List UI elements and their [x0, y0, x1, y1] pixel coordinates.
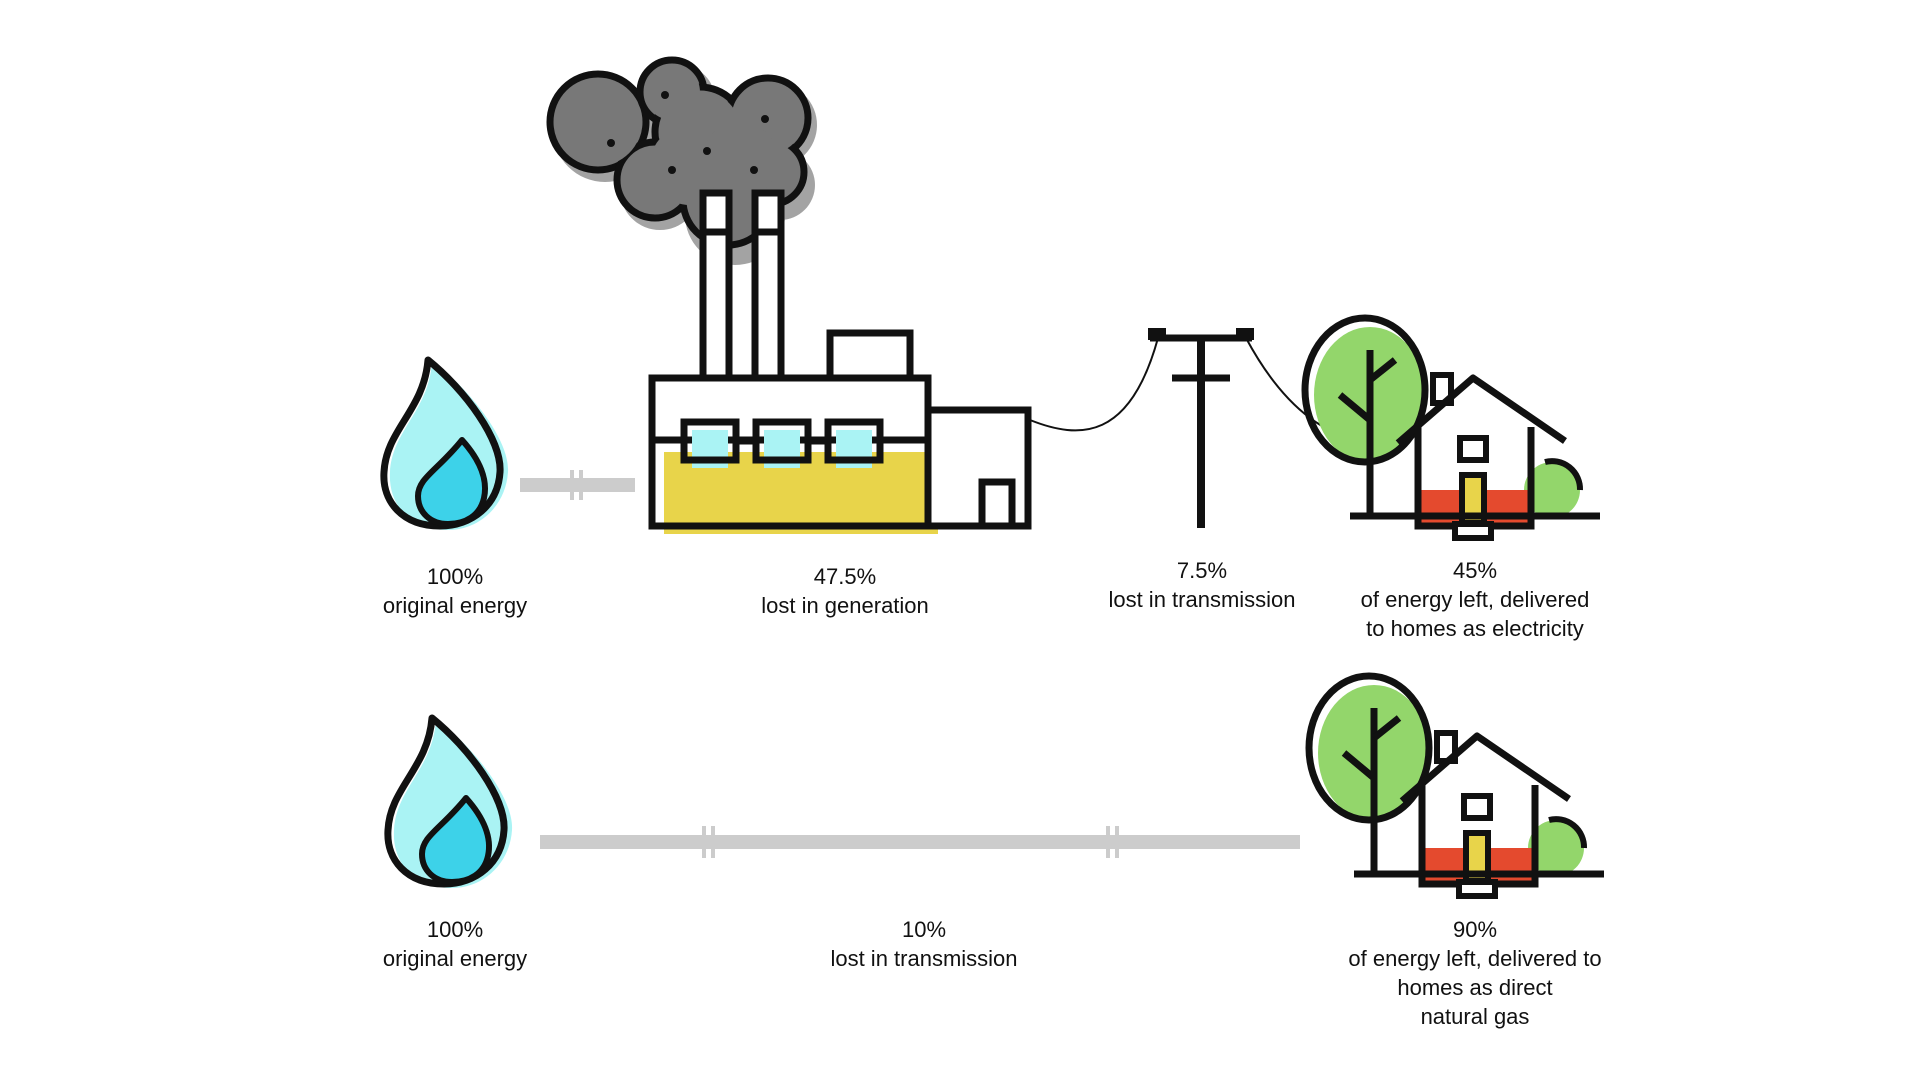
bottom-source-label: 100% original energy: [305, 915, 605, 973]
bottom-source-value: 100%: [426, 917, 484, 942]
power-line: [1029, 337, 1159, 432]
bottom-delivered-value: 90%: [1452, 917, 1498, 942]
bottom-delivered-caption-2: homes as direct: [1397, 975, 1553, 1000]
top-generation-label: 47.5% lost in generation: [695, 562, 995, 620]
bottom-source-caption: original energy: [382, 946, 528, 971]
top-source-value: 100%: [426, 564, 484, 589]
power-plant-icon: [546, 56, 1032, 534]
top-transmission-value: 7.5%: [1176, 558, 1228, 583]
bottom-delivered-caption-1: of energy left, delivered to: [1348, 946, 1602, 971]
flame-icon: [384, 714, 513, 888]
bottom-delivered-caption-3: natural gas: [1420, 1004, 1530, 1029]
flame-icon: [380, 356, 509, 530]
top-source-label: 100% original energy: [305, 562, 605, 620]
utility-pole-icon: [1148, 328, 1254, 528]
house-icon: [1305, 672, 1604, 899]
gas-pipe: [540, 826, 1300, 858]
bottom-transmission-label: 10% lost in transmission: [774, 915, 1074, 973]
bottom-delivered-label: 90% of energy left, delivered to homes a…: [1325, 915, 1625, 1031]
bottom-transmission-value: 10%: [901, 917, 947, 942]
top-transmission-caption: lost in transmission: [1108, 587, 1296, 612]
bottom-transmission-caption: lost in transmission: [830, 946, 1018, 971]
house-icon: [1301, 314, 1600, 541]
top-delivered-caption-1: of energy left, delivered: [1360, 587, 1590, 612]
gas-pipe: [520, 470, 635, 500]
top-delivered-label: 45% of energy left, delivered to homes a…: [1325, 556, 1625, 643]
top-generation-caption: lost in generation: [761, 593, 929, 618]
top-delivered-value: 45%: [1452, 558, 1498, 583]
top-delivered-caption-2: to homes as electricity: [1366, 616, 1584, 641]
top-source-caption: original energy: [382, 593, 528, 618]
top-transmission-label: 7.5% lost in transmission: [1052, 556, 1352, 614]
top-generation-value: 47.5%: [813, 564, 877, 589]
